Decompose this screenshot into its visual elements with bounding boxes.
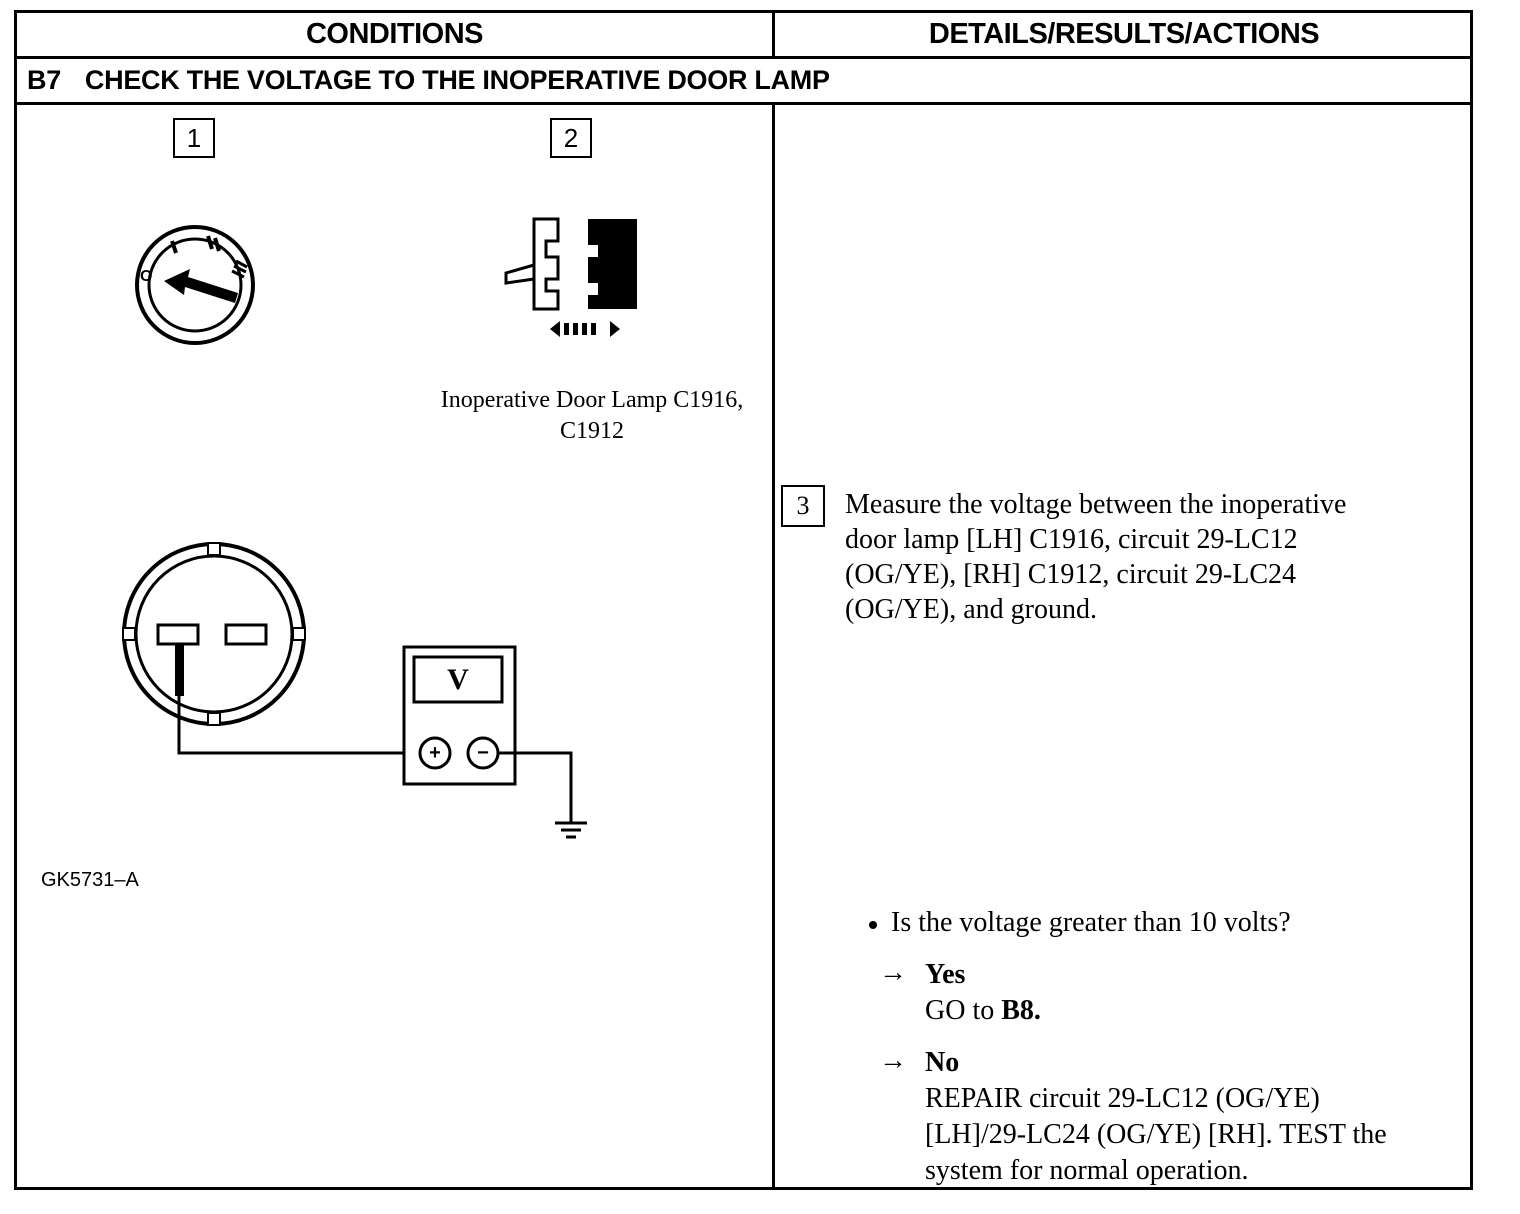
- instruction-line-4: (OG/YE), and ground.: [845, 594, 1097, 625]
- test-step-table: CONDITIONS DETAILS/RESULTS/ACTIONS B7 CH…: [14, 10, 1473, 1190]
- meter-symbol: V: [447, 662, 469, 696]
- svg-text:O: O: [140, 268, 152, 285]
- ignition-switch-icon: O: [135, 225, 255, 345]
- step-3-instruction: Measure the voltage between the inoperat…: [845, 487, 1455, 627]
- meter-plus-label: +: [429, 741, 441, 764]
- header-column-divider: [772, 13, 775, 59]
- step-id: B7: [27, 65, 61, 95]
- yes-answer: Yes GO to B8.: [925, 957, 1041, 1029]
- conditions-header: CONDITIONS: [305, 18, 484, 50]
- no-action-line-3: system for normal operation.: [925, 1155, 1249, 1186]
- meter-minus-label: −: [477, 741, 489, 764]
- instruction-line-3: (OG/YE), [RH] C1912, circuit 29-LC24: [845, 559, 1297, 590]
- step-2-number-box: 2: [550, 118, 592, 158]
- no-arrow-icon: →: [879, 1045, 907, 1076]
- connector-disconnect-icon: [504, 217, 637, 337]
- ground-symbol-icon: [555, 821, 587, 839]
- bullet-icon: [869, 920, 877, 929]
- no-answer: No REPAIR circuit 29-LC12 (OG/YE) [LH]/2…: [925, 1045, 1465, 1189]
- instruction-line-2: door lamp [LH] C1916, circuit 29-LC12: [845, 524, 1298, 555]
- yes-label: Yes: [925, 959, 966, 990]
- body-column-divider: [772, 105, 775, 1190]
- step-3-number-box: 3: [781, 485, 825, 527]
- yes-arrow-icon: →: [879, 957, 907, 988]
- yes-action-prefix: GO to: [925, 995, 1002, 1026]
- table-header-row: CONDITIONS DETAILS/RESULTS/ACTIONS: [17, 13, 1470, 59]
- no-label: No: [925, 1047, 960, 1078]
- no-action-line-1: REPAIR circuit 29-LC12 (OG/YE): [925, 1083, 1320, 1114]
- connector-caption-line-1: Inoperative Door Lamp C1916,: [440, 387, 744, 413]
- connector-caption: Inoperative Door Lamp C1916, C1912: [397, 385, 787, 447]
- step-title: CHECK THE VOLTAGE TO THE INOPERATIVE DOO…: [84, 65, 830, 95]
- instruction-line-1: Measure the voltage between the inoperat…: [845, 489, 1347, 520]
- measurement-diagram: [122, 542, 587, 839]
- connector-face-icon: [122, 542, 306, 726]
- no-action-line-2: [LH]/29-LC24 (OG/YE) [RH]. TEST the: [925, 1119, 1387, 1150]
- step-1-number-box: 1: [173, 118, 215, 158]
- step-title-row: B7 CHECK THE VOLTAGE TO THE INOPERATIVE …: [17, 59, 1470, 105]
- connector-caption-line-2: C1912: [559, 418, 624, 444]
- details-header: DETAILS/RESULTS/ACTIONS: [928, 18, 1320, 50]
- figure-id: GK5731–A: [41, 869, 139, 891]
- question-text: Is the voltage greater than 10 volts?: [891, 907, 1291, 938]
- yes-action-target: B8.: [1001, 995, 1041, 1026]
- voltmeter-icon: [402, 645, 517, 786]
- question-bullet: Is the voltage greater than 10 volts?: [869, 905, 1291, 940]
- yes-action: GO to B8.: [925, 993, 1041, 1029]
